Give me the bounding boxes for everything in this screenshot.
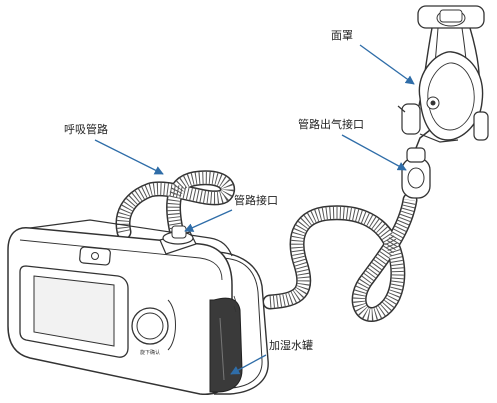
- breathing-tube: [115, 170, 236, 246]
- knob-caption: 旋下确认: [140, 349, 160, 356]
- mask-tube: [262, 192, 418, 322]
- label-humidifier-tank: 加湿水罐: [269, 339, 313, 352]
- label-mask: 面罩: [331, 29, 353, 42]
- arrow-mask: [359, 44, 415, 85]
- cpap-device: 旋下确认: [7, 219, 269, 395]
- label-tube-port: 管路接口: [234, 194, 278, 207]
- label-breathing-tube: 呼吸管路: [64, 123, 108, 136]
- arrow-humidifier-tank: [230, 354, 267, 375]
- mask: [397, 5, 489, 143]
- label-outlet-port: 管路出气接口: [298, 118, 364, 131]
- callout-arrows: [94, 44, 415, 375]
- arrow-outlet-port: [341, 134, 407, 171]
- arrow-breathing-tube: [94, 139, 164, 175]
- arrow-tube-port: [184, 209, 233, 232]
- outlet-connector: [401, 129, 431, 199]
